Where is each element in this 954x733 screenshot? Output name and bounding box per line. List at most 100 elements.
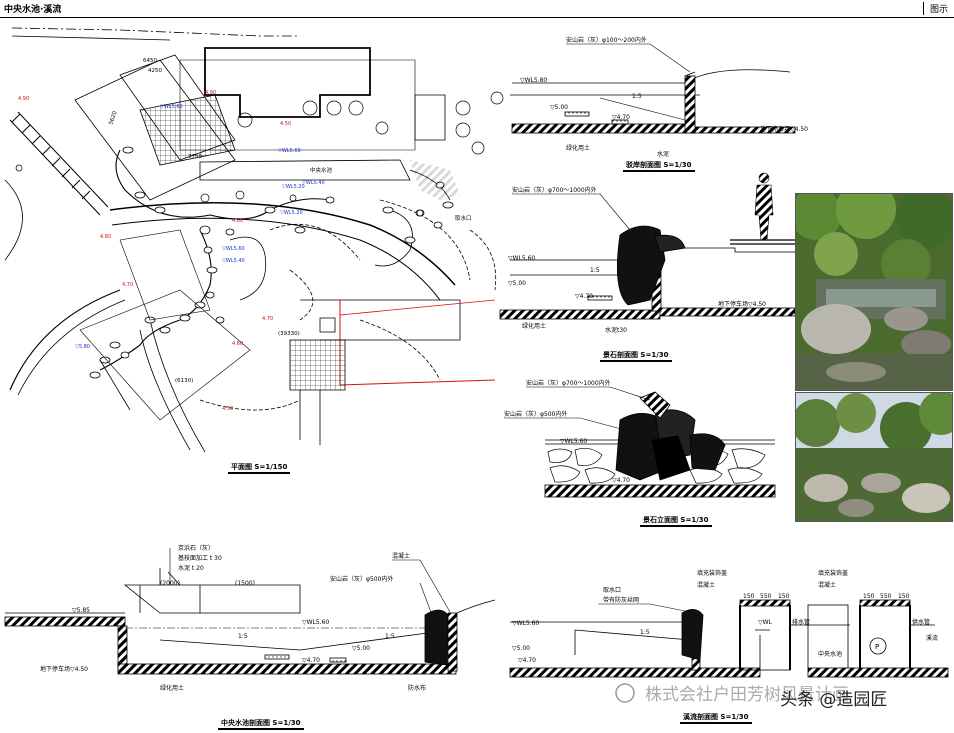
svg-text:▽WL5.20: ▽WL5.20 — [280, 210, 303, 216]
section-b — [499, 172, 796, 320]
svg-text:▽WL: ▽WL — [758, 619, 773, 626]
svg-text:▽WL5.40: ▽WL5.40 — [222, 258, 245, 264]
svg-text:▽4.70: ▽4.70 — [575, 293, 593, 300]
svg-text:150: 150 — [778, 593, 790, 600]
svg-text:防水布: 防水布 — [408, 684, 426, 692]
svg-text:▽WL5.60: ▽WL5.60 — [278, 148, 301, 154]
section-a — [510, 69, 796, 134]
svg-text:混凝土: 混凝土 — [697, 581, 715, 589]
dim-7750: 7750 — [188, 154, 202, 160]
section-c — [544, 391, 776, 498]
svg-text:带有防灰丝网: 带有防灰丝网 — [603, 596, 639, 604]
svg-text:绿化用土: 绿化用土 — [522, 322, 546, 330]
inlet-label: 取水口 — [455, 214, 472, 222]
svg-text:绿化用土: 绿化用土 — [160, 684, 184, 692]
svg-text:水泥: 水泥 — [657, 150, 669, 158]
plan-annotations: 6450 4250 5620 7750 (39330) (6130) 中央水池 … — [108, 58, 471, 384]
svg-text:▽5.00: ▽5.00 — [352, 645, 370, 652]
svg-text:4.50: 4.50 — [222, 406, 233, 412]
svg-text:P: P — [875, 643, 879, 651]
plan-red-levels: 4.90 4.80 4.70 4.60 4.50 4.70 4.60 4.50 … — [18, 90, 291, 412]
svg-text:水泥 t 20: 水泥 t 20 — [178, 564, 204, 572]
svg-text:供水管: 供水管 — [912, 618, 930, 626]
svg-text:安山岩（灰）φ700～1000内外: 安山岩（灰）φ700～1000内外 — [526, 379, 611, 387]
svg-text:▽4.70: ▽4.70 — [612, 477, 630, 484]
photo-pool-garden — [795, 392, 953, 522]
svg-text:▽WL5.60: ▽WL5.60 — [302, 619, 329, 626]
svg-text:1:5: 1:5 — [385, 633, 395, 640]
section-main-labels: 京浜石（灰） 基枝面加工 t 30 水泥 t 20 (2000) (1500) … — [40, 544, 451, 692]
section-stream-labels: ▽WL5.60 ▽5.00 ▽4.70 1:5 取水口 带有防灰丝网 填充装饰盖… — [512, 569, 938, 664]
svg-text:▽WL5.80: ▽WL5.80 — [520, 77, 547, 84]
svg-text:▽WL5.60: ▽WL5.60 — [160, 104, 183, 110]
pool-label: 中央水池 — [310, 166, 333, 174]
svg-text:混凝土: 混凝土 — [818, 581, 836, 589]
svg-text:4.70: 4.70 — [262, 316, 273, 322]
svg-text:4.80: 4.80 — [100, 234, 111, 240]
caption-section-a: 驳岸剖面图 S=1/30 — [623, 160, 695, 172]
svg-text:1:5: 1:5 — [238, 633, 248, 640]
section-c-labels: 安山岩（灰）φ700～1000内外 安山岩（灰）φ500内外 ▽WL5.60 ▽… — [504, 379, 651, 484]
svg-text:排水管: 排水管 — [792, 618, 810, 626]
svg-text:填充装饰盖: 填充装饰盖 — [697, 569, 727, 577]
caption-section-b: 景石剖面图 S=1/30 — [600, 350, 672, 362]
svg-text:▽WL5.40: ▽WL5.40 — [302, 180, 325, 186]
caption-section-c: 景石立面图 S=1/30 — [640, 515, 712, 527]
caption-section-stream: 溪流剖面图 S=1/30 — [680, 712, 752, 724]
svg-text:150: 150 — [863, 593, 875, 600]
section-stream — [509, 599, 949, 678]
caption-plan: 平面图 S=1/150 — [228, 462, 291, 474]
svg-text:▽WL5.20: ▽WL5.20 — [282, 184, 305, 190]
dim-39330: (39330) — [278, 331, 300, 337]
svg-text:株式会社户田芳树风景计画: 株式会社户田芳树风景计画 — [645, 685, 849, 705]
caption-section-main: 中央水池剖面图 S=1/30 — [218, 718, 304, 730]
svg-text:▽WL5.60: ▽WL5.60 — [512, 620, 539, 627]
plan-blue-levels: ▽WL5.60 ▽WL5.40 ▽WL5.20 ▽WL5.60 ▽WL5.40 … — [75, 104, 325, 350]
svg-text:1:5: 1:5 — [632, 93, 642, 100]
svg-text:填充装饰盖: 填充装饰盖 — [818, 569, 848, 577]
svg-text:4.50: 4.50 — [280, 121, 291, 127]
svg-text:▽5.00: ▽5.00 — [550, 104, 568, 111]
dim-6450: 6450 — [143, 58, 157, 64]
svg-text:4.90: 4.90 — [18, 96, 29, 102]
svg-text:水泥t30: 水泥t30 — [605, 326, 627, 334]
svg-text:550: 550 — [880, 593, 892, 600]
svg-text:中央水池: 中央水池 — [818, 650, 842, 658]
svg-text:4.60: 4.60 — [232, 341, 243, 347]
svg-text:安山岩（灰）φ100～200内外: 安山岩（灰）φ100～200内外 — [566, 36, 647, 44]
photo-stream-rocks — [795, 193, 953, 391]
svg-text:地下停车场▽4.50: 地下停车场▽4.50 — [40, 665, 88, 673]
svg-text:头条 @造园匠: 头条 @造园匠 — [780, 690, 887, 710]
svg-text:绿化用土: 绿化用土 — [566, 144, 590, 152]
svg-text:1:5: 1:5 — [590, 267, 600, 274]
svg-text:▽WL5.60: ▽WL5.60 — [222, 246, 245, 252]
svg-text:150: 150 — [743, 593, 755, 600]
section-b-labels: 安山岩（灰）φ700～1000内外 ▽WL5.60 ▽5.00 ▽4.70 1:… — [508, 186, 766, 334]
svg-text:▽WL5.60: ▽WL5.60 — [560, 438, 587, 445]
svg-text:(1500): (1500) — [235, 580, 255, 587]
header-bar: 中央水池·溪流 图示 — [0, 0, 954, 18]
svg-text:1:5: 1:5 — [640, 629, 650, 636]
svg-text:▽5.85: ▽5.85 — [72, 607, 90, 614]
svg-text:4.70: 4.70 — [122, 282, 133, 288]
figure-label: 图示 — [922, 2, 948, 15]
svg-text:安山岩（灰）φ500内外: 安山岩（灰）φ500内外 — [504, 410, 567, 418]
svg-text:溪流: 溪流 — [926, 634, 938, 642]
person-figure — [754, 172, 774, 241]
svg-text:安山岩（灰）φ700～1000内外: 安山岩（灰）φ700～1000内外 — [512, 186, 597, 194]
svg-text:4.60: 4.60 — [232, 218, 243, 224]
svg-text:▽WL5.60: ▽WL5.60 — [508, 255, 535, 262]
svg-text:地下停车场▽4.50: 地下停车场▽4.50 — [718, 300, 766, 308]
page-title: 中央水池·溪流 — [4, 5, 62, 15]
svg-text:150: 150 — [898, 593, 910, 600]
section-a-labels: 安山岩（灰）φ100～200内外 ▽WL5.80 ▽5.00 ▽4.70 1:5… — [520, 36, 808, 158]
svg-text:550: 550 — [760, 593, 772, 600]
svg-text:▽4.70: ▽4.70 — [518, 657, 536, 664]
svg-text:(2000): (2000) — [160, 580, 180, 587]
svg-text:▽5.00: ▽5.00 — [508, 280, 526, 287]
svg-text:▽5.00: ▽5.00 — [512, 645, 530, 652]
svg-text:京浜石（灰）: 京浜石（灰） — [178, 544, 214, 552]
section-main — [4, 568, 496, 675]
svg-text:4.90: 4.90 — [205, 90, 216, 96]
